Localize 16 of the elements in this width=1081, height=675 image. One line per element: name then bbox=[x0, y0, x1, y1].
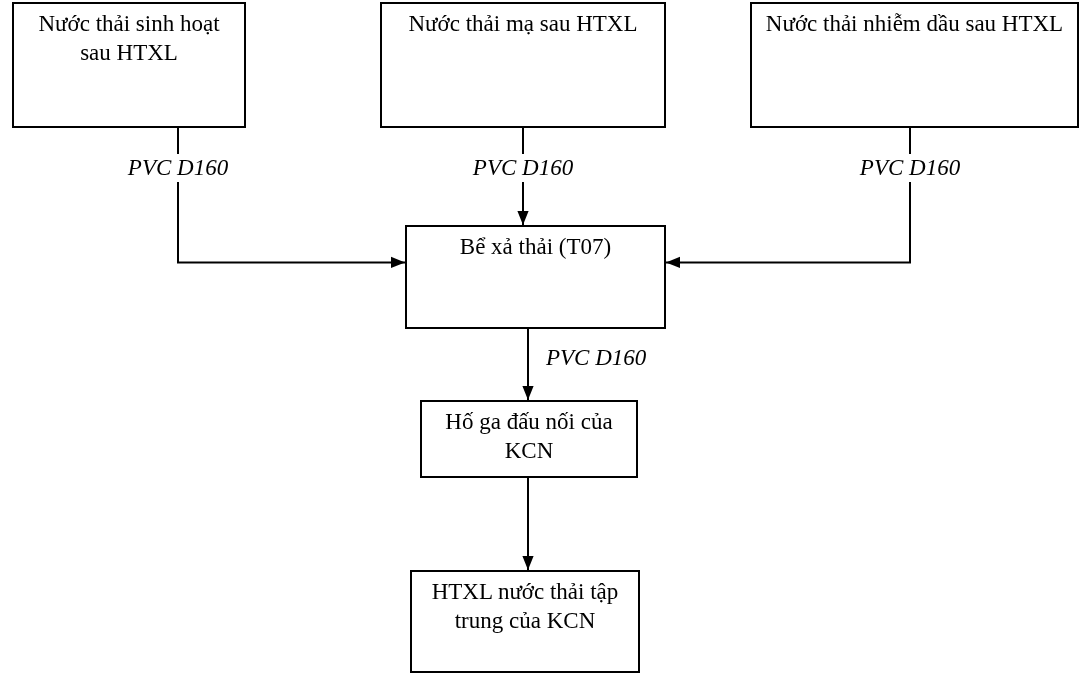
arrow bbox=[177, 127, 406, 269]
box-label: Bể xả thải (T07) bbox=[459, 233, 612, 261]
box-label: Hố ga đấu nối của KCN bbox=[444, 408, 614, 465]
arrow bbox=[522, 328, 534, 401]
process-box bbox=[12, 2, 246, 128]
process-box bbox=[410, 570, 640, 673]
process-box bbox=[380, 2, 666, 128]
box-label: HTXL nước thải tập trung của KCN bbox=[430, 578, 620, 635]
process-box bbox=[420, 400, 638, 478]
process-box bbox=[405, 225, 666, 329]
arrow bbox=[665, 127, 911, 269]
box-label: Nước thải sinh hoạt sau HTXL bbox=[37, 10, 221, 67]
arrow bbox=[522, 477, 534, 571]
box-label: Nước thải mạ sau HTXL bbox=[408, 10, 638, 38]
process-box bbox=[750, 2, 1079, 128]
box-label: Nước thải nhiễm dầu sau HTXL bbox=[765, 10, 1064, 38]
